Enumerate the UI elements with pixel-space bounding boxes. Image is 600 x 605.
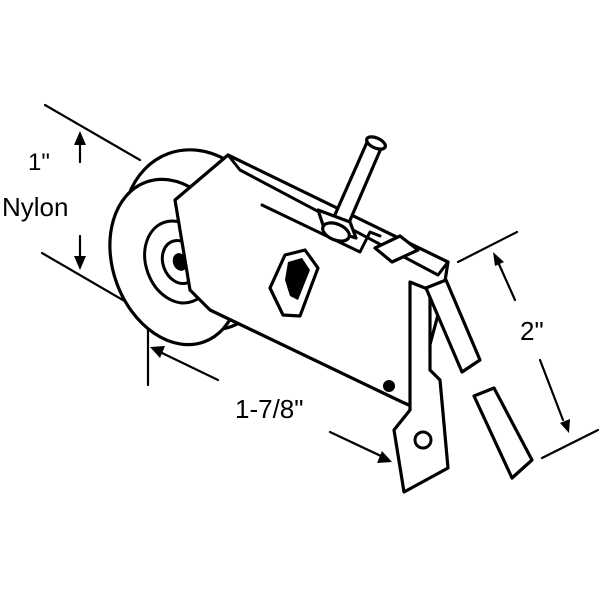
- mounting-bracket: [392, 278, 534, 494]
- height-label: 2": [520, 316, 544, 346]
- extension-line-top: [456, 230, 519, 264]
- wheel-size-label: 1": [28, 149, 50, 176]
- wheel-material-label: Nylon: [2, 192, 68, 222]
- rivet-icon: [383, 380, 395, 392]
- pin-tip: [365, 135, 387, 151]
- arrow-up-icon: [493, 252, 504, 266]
- housing-slot-edge: [260, 203, 382, 254]
- dimension-line-left: [158, 350, 220, 382]
- dimension-line-top: [496, 260, 517, 302]
- length-label: 1-7/8": [235, 394, 304, 424]
- extension-line-top: [43, 103, 142, 162]
- arrow-up-icon: [74, 131, 86, 145]
- arrow-down-icon: [560, 419, 570, 433]
- dimension-line-bottom: [538, 358, 565, 422]
- dimension-line-right: [328, 430, 385, 459]
- bracket-lower-flap: [472, 386, 534, 480]
- arrow-left-icon: [150, 346, 165, 358]
- housing: [173, 153, 450, 412]
- height-dimension: [456, 230, 600, 460]
- extension-line-bottom: [40, 251, 130, 305]
- wheel-dimension: [40, 103, 142, 305]
- arrow-down-icon: [74, 256, 86, 270]
- extension-line-bottom: [540, 428, 600, 460]
- pin-base: [321, 221, 351, 243]
- arrow-right-icon: [377, 451, 392, 463]
- bracket-upper-flap: [424, 278, 482, 374]
- housing-tab: [373, 234, 420, 264]
- screw-hole-icon: [413, 430, 433, 450]
- bracket-plate: [392, 280, 450, 494]
- adjustment-slot-shadow: [285, 258, 310, 300]
- adjustment-pin: [316, 135, 387, 243]
